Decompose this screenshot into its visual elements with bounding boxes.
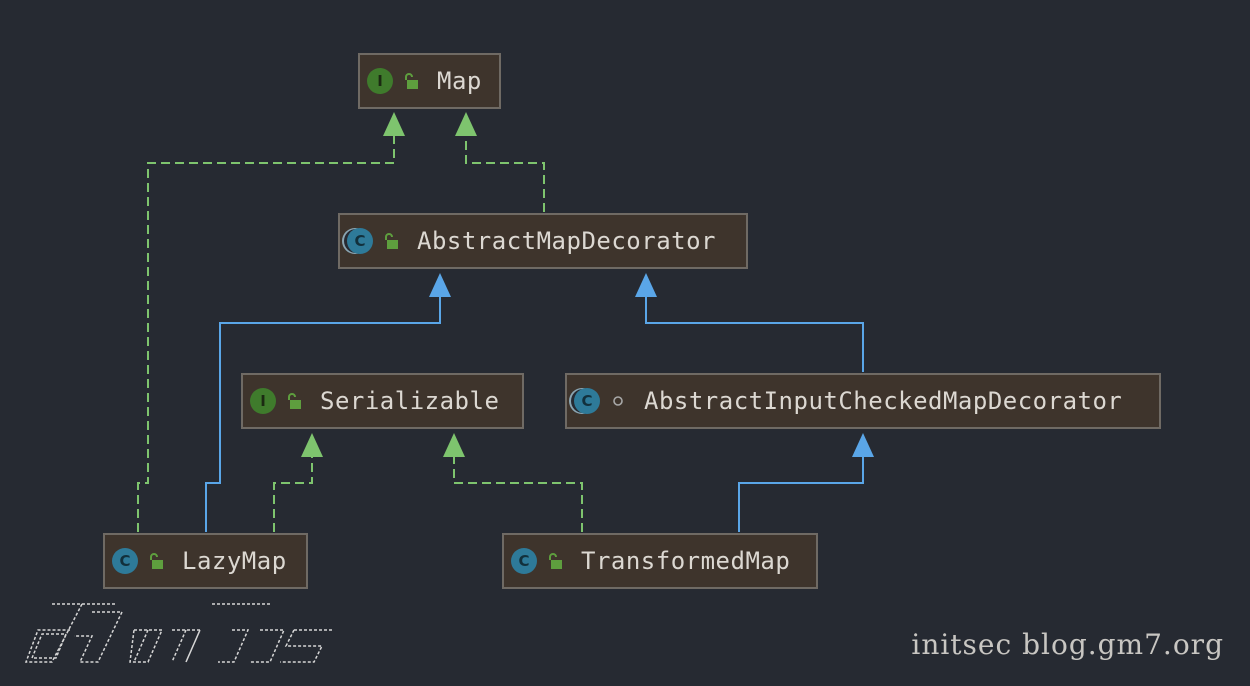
public-lock-icon (545, 550, 565, 572)
node-name: LazyMap (182, 547, 287, 575)
class-icon: C (511, 548, 537, 574)
abstract-class-icon: C (347, 228, 373, 254)
node-serializable[interactable]: I Serializable (241, 373, 524, 429)
arrowhead-map-left (383, 112, 405, 136)
public-lock-icon (401, 70, 421, 92)
node-name: TransformedMap (581, 547, 791, 575)
arrowhead-abstractinputchecked (852, 433, 874, 457)
edge-transformedmap-implements-serializable (453, 455, 583, 532)
d4m1ts-logo-image (24, 603, 332, 663)
interface-icon: I (250, 388, 276, 414)
node-abstract-input-checked-map-decorator[interactable]: C AbstractInputCheckedMapDecorator (565, 373, 1161, 429)
package-private-icon (608, 390, 628, 412)
interface-icon: I (367, 68, 393, 94)
node-name: Serializable (320, 387, 500, 415)
abstract-class-icon: C (574, 388, 600, 414)
edge-abstractmapdecorator-implements-map (465, 134, 545, 212)
edge-lazymap-extends-abstractmapdecorator (205, 295, 441, 532)
public-lock-icon (146, 550, 166, 572)
node-name: Map (437, 67, 482, 95)
edge-lazymap-implements-serializable (273, 455, 313, 532)
arrowhead-abstractmapdecorator-left (429, 273, 451, 297)
edge-lazymap-implements-map (137, 134, 395, 532)
arrowhead-abstractmapdecorator-right (635, 273, 657, 297)
public-lock-icon (284, 390, 304, 412)
node-name: AbstractInputCheckedMapDecorator (644, 387, 1123, 415)
blog-watermark: initsec blog.gm7.org (911, 628, 1224, 661)
arrowhead-serializable-left (301, 433, 323, 457)
node-name: AbstractMapDecorator (417, 227, 716, 255)
class-icon: C (112, 548, 138, 574)
edge-abstractinputchecked-extends-abstractmapdecorator (645, 295, 864, 372)
node-lazy-map[interactable]: C LazyMap (103, 533, 308, 589)
node-transformed-map[interactable]: C TransformedMap (502, 533, 818, 589)
arrowhead-serializable-right (443, 433, 465, 457)
public-lock-icon (381, 230, 401, 252)
node-map[interactable]: I Map (358, 53, 501, 109)
node-abstract-map-decorator[interactable]: C AbstractMapDecorator (338, 213, 748, 269)
arrowhead-map-right (455, 112, 477, 136)
edge-transformedmap-extends-abstractinputchecked (738, 455, 864, 532)
